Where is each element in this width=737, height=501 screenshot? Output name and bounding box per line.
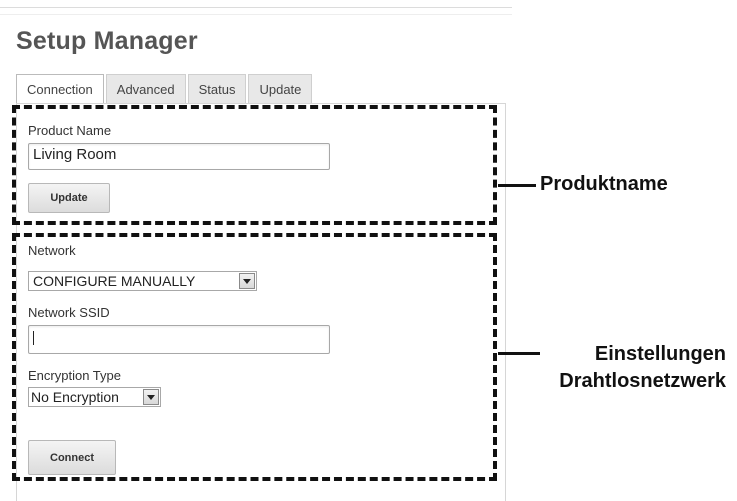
network-ssid-input[interactable] <box>28 325 330 354</box>
network-callout-line-1: Einstellungen <box>594 343 726 365</box>
product-name-input[interactable]: Living Room <box>28 143 330 170</box>
product-callout-label: Produktname <box>540 173 668 195</box>
tab-connection[interactable]: Connection <box>16 74 104 104</box>
encryption-select[interactable]: No Encryption <box>28 387 161 407</box>
text-cursor <box>33 330 34 345</box>
network-ssid-label: Network SSID <box>28 305 110 320</box>
tab-status[interactable]: Status <box>187 74 247 104</box>
network-callout-line-2: Drahtlosnetzwerk <box>559 370 726 392</box>
tab-bar: Connection Advanced Status Update <box>16 74 314 104</box>
product-name-label: Product Name <box>28 123 112 138</box>
tab-update[interactable]: Update <box>248 74 313 104</box>
top-divider-secondary <box>0 14 512 15</box>
product-callout-line <box>498 184 536 187</box>
network-callout-line <box>498 352 540 355</box>
product-name-highlight <box>12 105 497 225</box>
tab-advanced[interactable]: Advanced <box>105 74 186 104</box>
page-title: Setup Manager <box>16 27 198 55</box>
network-select[interactable]: CONFIGURE MANUALLY <box>28 271 257 291</box>
update-button[interactable]: Update <box>28 183 110 213</box>
encryption-select-value: No Encryption <box>31 389 119 405</box>
encryption-type-label: Encryption Type <box>28 368 121 383</box>
network-label: Network <box>28 243 76 258</box>
network-select-value: CONFIGURE MANUALLY <box>33 273 196 289</box>
chevron-down-icon[interactable] <box>143 389 159 405</box>
chevron-down-icon[interactable] <box>239 273 255 289</box>
network-callout-label: Einstellungen Drahtlosnetzwerk <box>520 341 726 395</box>
network-settings-highlight <box>12 233 497 481</box>
top-divider <box>0 7 512 8</box>
connect-button[interactable]: Connect <box>28 440 116 475</box>
